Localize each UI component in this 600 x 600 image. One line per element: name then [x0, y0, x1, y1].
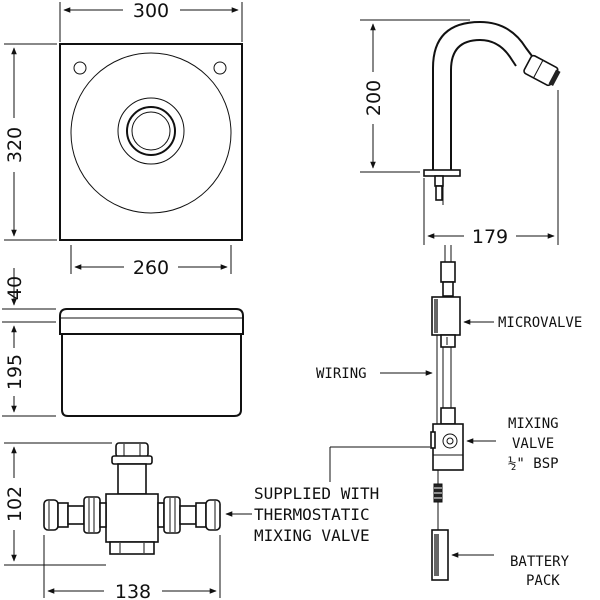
dim-basin-depth-label: 320 — [4, 127, 26, 163]
dim-rim-and-height: 40 195 — [2, 268, 56, 417]
mixing-valve-callout: MIXING VALVE ½" BSP — [466, 416, 559, 472]
wiring-label: WIRING — [316, 366, 367, 382]
supplied-line-1: SUPPLIED WITH — [254, 484, 379, 503]
battery-line-2: PACK — [526, 573, 560, 589]
mixing-valve-line-2: VALVE — [512, 436, 554, 452]
basin-side-view — [59, 308, 244, 417]
dim-valve-width-label: 138 — [115, 581, 151, 600]
supply-pipe — [440, 245, 456, 297]
wiring-callout: WIRING — [316, 366, 433, 382]
microvalve — [431, 296, 461, 348]
battery-cable — [433, 470, 443, 530]
wiring — [436, 335, 456, 425]
battery-pack — [431, 529, 449, 581]
supplied-valve-callout: SUPPLIED WITH THERMOSTATIC MIXING VALVE — [225, 446, 430, 545]
dim-basin-width-label: 300 — [133, 0, 169, 22]
dim-spout-height: 200 — [360, 19, 470, 173]
battery-line-1: BATTERY — [510, 554, 570, 570]
dim-basin-height-label: 195 — [4, 354, 26, 390]
dim-valve-height-label: 102 — [4, 486, 26, 522]
mixing-valve-line-3: ½" BSP — [508, 456, 559, 472]
microvalve-label: MICROVALVE — [498, 315, 582, 331]
microvalve-callout: MICROVALVE — [463, 315, 582, 331]
basin-top-view — [59, 43, 243, 241]
spout — [423, 20, 561, 205]
dim-rim-height-label: 40 — [4, 276, 26, 300]
dim-bowl-width-label: 260 — [133, 257, 169, 279]
mixing-valve-line-1: MIXING — [508, 416, 559, 432]
dim-spout-height-label: 200 — [363, 80, 385, 116]
dim-spout-reach: 179 — [423, 90, 559, 248]
dim-valve-width: 138 — [43, 535, 221, 600]
supplied-line-3: MIXING VALVE — [254, 526, 370, 545]
battery-callout: BATTERY PACK — [451, 552, 570, 589]
dim-bowl-width: 260 — [70, 245, 232, 279]
dim-spout-reach-label: 179 — [472, 226, 508, 248]
thermostatic-valve — [43, 442, 221, 555]
dim-basin-width: 300 — [59, 0, 243, 42]
supplied-line-2: THERMOSTATIC — [254, 505, 370, 524]
dim-valve-height: 102 — [4, 442, 112, 566]
mixing-valve-small — [430, 423, 464, 471]
dim-basin-depth: 320 — [4, 43, 57, 241]
